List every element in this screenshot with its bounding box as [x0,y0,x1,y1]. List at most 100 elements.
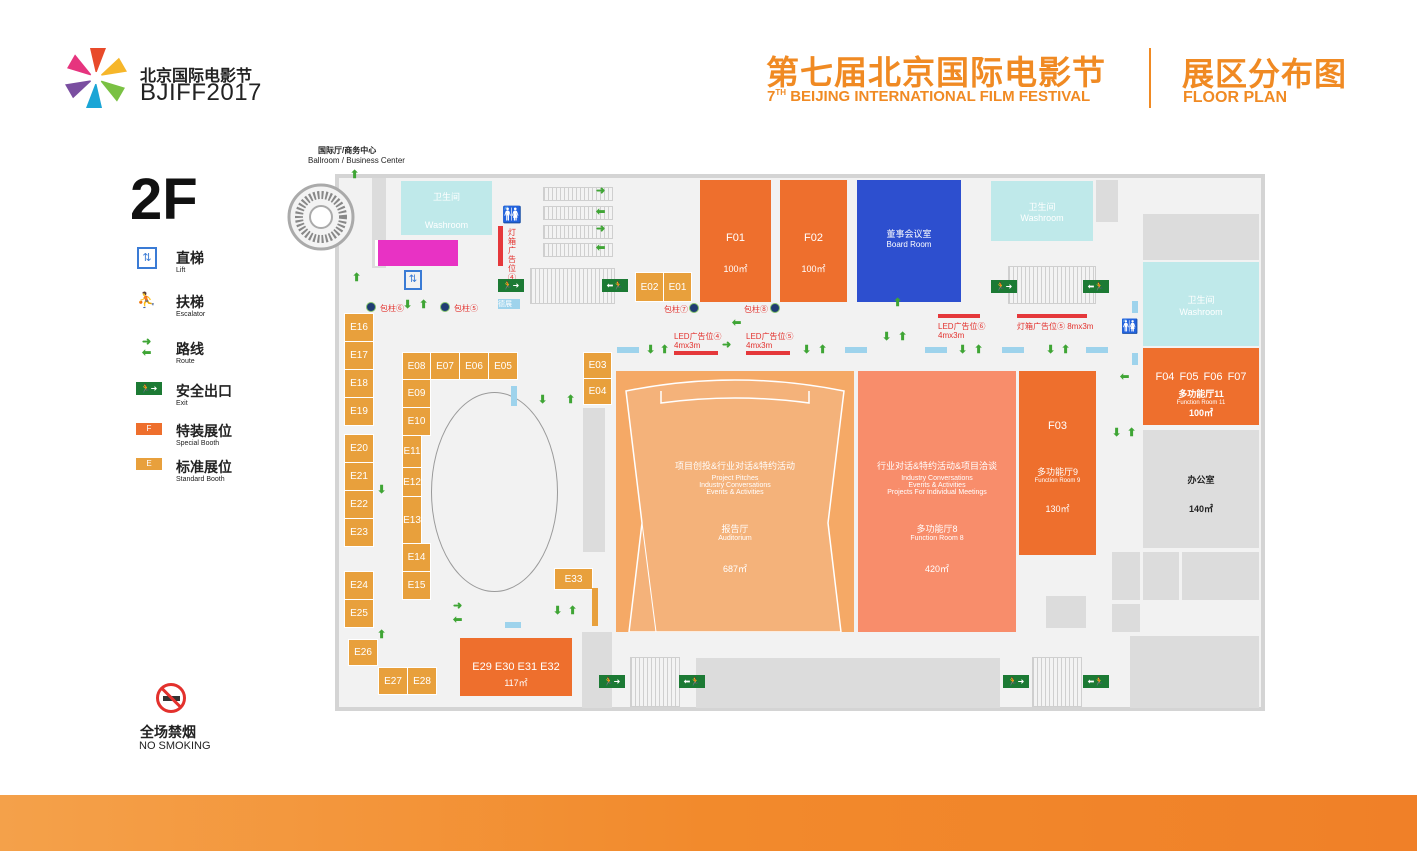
led-ad-6 [938,314,980,318]
booth-f04-f07[interactable]: F04 F05 F06 F07 多功能厅11 Function Room 11 … [1143,348,1259,425]
no-smoking-cn: 全场禁烟 [140,724,196,740]
no-smoking-icon [156,683,186,713]
exit-sign: ⬅🏃 [679,675,705,688]
exit-sign: 🏃➜ [1003,675,1029,688]
booth-e04[interactable]: E04 [583,378,612,405]
route-arrow: ⬆ [1061,344,1071,356]
washroom-symbol-icon: 🚻 [1121,318,1139,334]
booth-e15[interactable]: E15 [402,571,431,600]
floor-plan-title-cn: 展区分布图 [1182,56,1348,92]
booth-e12[interactable]: E12 [402,467,422,497]
booth-e10[interactable]: E10 [402,407,431,436]
logo-name-cn: 北京国际电影节 [140,68,253,85]
booth-e25[interactable]: E25 [344,599,374,628]
pillar-icon [366,302,376,312]
route-arrow: ⬆ [566,394,576,406]
board-room-cn: 董事会议室 [886,229,932,239]
route-arrow: ⬇ [882,331,892,343]
booth-f03[interactable]: F03 多功能厅9 Function Room 9 130㎡ [1019,371,1096,555]
pillar-icon [440,302,450,312]
booth-e02[interactable]: E02 [635,272,664,302]
booth-f01[interactable]: F01 100㎡ [700,180,771,302]
auditorium-en: Auditorium [718,535,752,542]
f03-cn: 多功能厅9 [1036,467,1078,477]
washroom-left: 卫生间 Washroom [401,181,492,235]
booth-e19[interactable]: E19 [344,397,374,426]
booth-e29-e32[interactable]: E29 E30 E31 E32 117㎡ [460,638,572,696]
board-room[interactable]: 董事会议室 Board Room [857,180,961,302]
booth-e07[interactable]: E07 [430,352,460,380]
booth-e05[interactable]: E05 [488,352,518,380]
booth-e24[interactable]: E24 [344,571,374,600]
led-ad-6-text: LED广告位⑥ [938,322,986,331]
escalator-bottom-left [630,657,680,707]
booth-e08[interactable]: E08 [402,352,431,380]
booth-e06[interactable]: E06 [459,352,489,380]
legend-route-en: Route [176,358,195,365]
auditorium-stage [625,379,845,632]
special-booth-swatch: F [136,423,162,435]
board-room-en: Board Room [886,240,932,249]
route-arrow: ➜ [722,339,732,351]
route-arrow: ➜ [596,185,606,197]
lightbox-ad-4 [498,226,503,266]
escalator-top-2 [543,206,613,220]
booth-e33[interactable]: E33 [554,568,593,590]
booth-e22[interactable]: E22 [344,490,374,519]
function-room-8-cn: 多功能厅8 [916,524,958,534]
booth-e20[interactable]: E20 [344,434,374,463]
route-arrow: ⬆ [818,344,828,356]
service-rooms [375,240,458,266]
booth-e03[interactable]: E03 [583,352,612,379]
legend-lift-cn: 直梯 [176,250,204,266]
kiosk [511,386,517,406]
washroom-east: 卫生间 Washroom [1143,262,1259,346]
route-arrow: ➜ [596,223,606,235]
lift-icon: ⇅ [404,270,422,290]
auditorium-info: 项目创投&行业对话&特约活动 Project Pitches Industry … [616,459,854,575]
legend-route-cn: 路线 [176,341,204,357]
booth-e21[interactable]: E21 [344,462,374,491]
route-arrow: ⬇ [403,299,413,311]
exit-icon: 🏃➜ [136,382,162,395]
legend-escalator-en: Escalator [176,311,206,318]
booth-e17[interactable]: E17 [344,341,374,370]
route-arrow: ⬆ [568,605,578,617]
booth-e28[interactable]: E28 [407,667,437,695]
exit-sign: ⬅🏃 [1083,675,1109,688]
booth-e18[interactable]: E18 [344,369,374,398]
title-ordinal-suffix: TH [775,88,787,97]
function-room-8[interactable]: 行业对话&特约活动&项目洽谈 Industry Conversations Ev… [858,371,1016,632]
function-room-8-activity-en2: Events & Activities [908,482,966,489]
office-area: 140㎡ [1188,504,1214,514]
booth-e13[interactable]: E13 [402,496,422,544]
lightbox-ad-5-label: 灯箱广告位⑤ 8mx3m [1017,322,1093,331]
route-arrow: ⬇ [802,344,812,356]
led-ad-5-text: LED广告位⑤ [746,332,794,341]
booth-e23[interactable]: E23 [344,518,374,547]
right-top-wall [1096,180,1118,222]
booth-e27[interactable]: E27 [378,667,408,695]
booth-e09[interactable]: E09 [402,379,431,408]
auditorium[interactable] [616,371,854,632]
route-arrow: ⬇ [377,484,387,496]
escalator-top-3 [543,225,613,239]
booth-e01[interactable]: E01 [663,272,692,302]
route-arrow: ⬇ [1112,427,1122,439]
route-arrow: ⬆ [893,297,903,309]
escalator-top-1 [543,187,613,201]
booth-e11[interactable]: E11 [402,435,422,468]
no-smoking-en: NO SMOKING [139,740,211,752]
booth-e26[interactable]: E26 [348,639,378,666]
booth-f02[interactable]: F02 100㎡ [780,180,847,302]
booth-e14[interactable]: E14 [402,543,431,572]
festival-logo [62,44,130,112]
east-wall [1143,214,1259,260]
exit-sign: ⬅🏃 [602,279,628,292]
title-en-text: BEIJING INTERNATIONAL FILM FESTIVAL [790,88,1091,105]
function-room-11-area: 100㎡ [1188,408,1214,418]
spiral-staircase-icon [287,183,355,251]
east-room-4 [1046,596,1086,628]
route-icon: ➜⬅ [142,336,152,359]
booth-e16[interactable]: E16 [344,313,374,342]
